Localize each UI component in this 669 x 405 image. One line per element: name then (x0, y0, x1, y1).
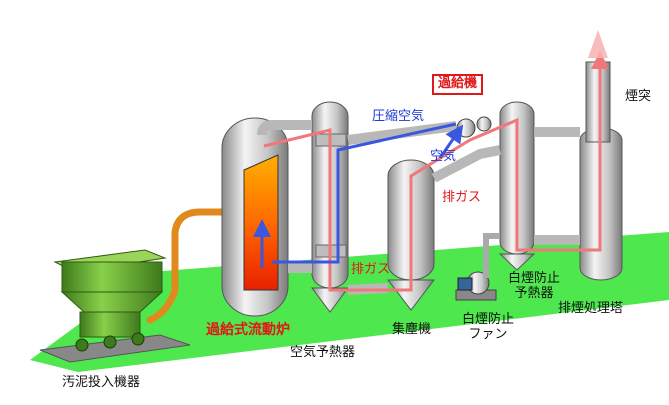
air-flow (272, 122, 464, 264)
label-air: 空気 (430, 149, 457, 164)
white-smoke-fan (455, 233, 500, 301)
chimney-plume-arrow (588, 30, 608, 58)
label-sludge-feeder: 汚泥投入機器 (62, 375, 141, 390)
label-dust-collector: 集塵機 (392, 322, 432, 337)
label-white-smoke-fan: 白煙防止 ファン (462, 312, 515, 343)
label-exhaust-gas-1: 排ガス (351, 262, 391, 277)
fluidized-bed-furnace (221, 117, 289, 317)
label-white-smoke-preheater: 白煙防止 予熱器 (508, 271, 561, 302)
gas-flow (263, 51, 609, 292)
label-furnace: 過給式流動炉 (206, 322, 290, 338)
label-white-smoke-fan-line1: 白煙防止 (462, 312, 515, 327)
label-air-preheater: 空気予熱器 (290, 345, 356, 360)
label-turbocharger: 過給機 (432, 74, 484, 95)
label-white-smoke-preheater-line2: 予熱器 (514, 285, 554, 301)
label-exhaust-gas-2: 排ガス (442, 190, 482, 205)
sludge-feed-pipe (146, 208, 242, 324)
label-compressed-air: 圧縮空気 (372, 109, 425, 124)
label-white-smoke-fan-line2: ファン (468, 326, 508, 342)
label-exhaust-tower: 排煙処理塔 (558, 301, 624, 316)
label-chimney: 煙突 (625, 89, 652, 104)
sludge-feeder (53, 249, 167, 352)
label-white-smoke-preheater-line1: 白煙防止 (508, 271, 561, 286)
ground-plane (30, 232, 669, 372)
feeder-base (39, 334, 191, 363)
